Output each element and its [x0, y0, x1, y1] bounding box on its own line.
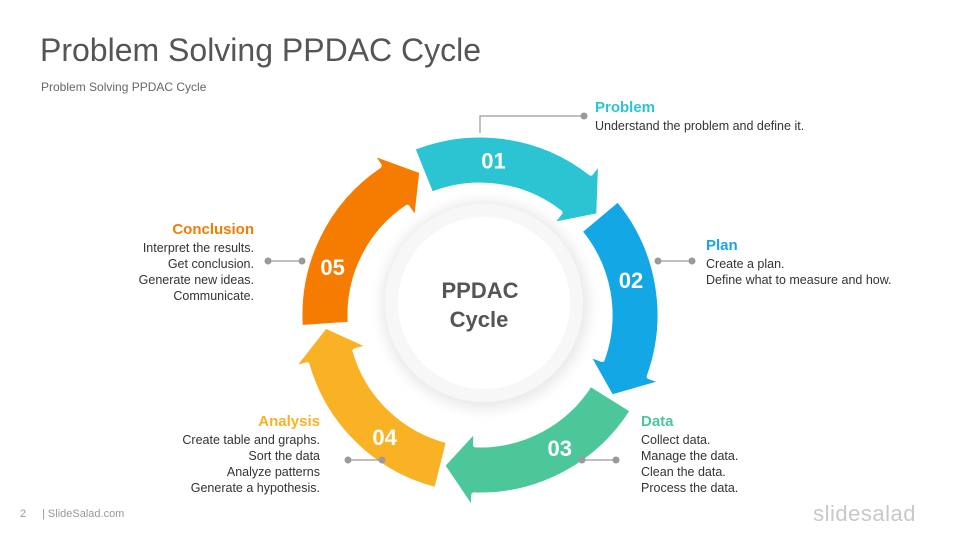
- page-subtitle: Problem Solving PPDAC Cycle: [41, 80, 207, 94]
- dot-analysis-inner: [378, 456, 386, 464]
- step-number-analysis: 04: [372, 425, 397, 450]
- step-data-line: Clean the data.: [641, 465, 726, 479]
- step-data-line: Manage the data.: [641, 449, 739, 463]
- cycle-arrow-problem: [410, 132, 604, 228]
- step-conclusion-line: Generate new ideas.: [138, 273, 254, 287]
- step-problem-title: Problem: [595, 99, 656, 116]
- step-analysis-line: Generate a hypothesis.: [190, 481, 320, 495]
- dot-data-outer: [612, 456, 620, 464]
- step-plan-block: Plan Create a plan. Define what to measu…: [706, 237, 892, 288]
- step-conclusion-line: Get conclusion.: [167, 257, 254, 271]
- step-conclusion-line: Interpret the results.: [142, 241, 254, 255]
- step-number-plan: 02: [619, 268, 643, 293]
- cycle-arrow-conclusion: [297, 150, 425, 331]
- step-analysis-line: Analyze patterns: [226, 465, 320, 479]
- step-conclusion-line: Communicate.: [173, 289, 254, 303]
- step-conclusion-title: Conclusion: [172, 221, 254, 238]
- cycle-arrow-data: [440, 381, 636, 514]
- step-data-line: Process the data.: [641, 481, 739, 495]
- dot-data-inner: [578, 456, 586, 464]
- step-number-data: 03: [548, 436, 572, 461]
- dot-plan-outer: [654, 257, 662, 265]
- connector-problem: [479, 115, 584, 133]
- step-analysis-line: Sort the data: [248, 449, 320, 463]
- dot-conclusion-inner: [298, 257, 306, 265]
- step-analysis-line: Create table and graphs.: [182, 433, 320, 447]
- center-label-line2: Cycle: [450, 307, 509, 332]
- dot-analysis-outer: [344, 456, 352, 464]
- step-number-conclusion: 05: [320, 255, 344, 280]
- dot-plan-inner: [688, 257, 696, 265]
- step-problem-block: Problem Understand the problem and defin…: [595, 99, 804, 134]
- cycle-arrow-plan: [577, 196, 667, 400]
- page-title: Problem Solving PPDAC Cycle: [40, 32, 482, 68]
- dot-conclusion-outer: [264, 257, 272, 265]
- cycle-arrow-analysis: [289, 323, 452, 493]
- brand-logo: slidesalad: [813, 501, 916, 526]
- step-conclusion-block: Conclusion Interpret the results. Get co…: [139, 221, 254, 304]
- step-data-line: Collect data.: [641, 433, 711, 447]
- step-plan-title: Plan: [706, 237, 738, 254]
- step-number-problem: 01: [481, 149, 505, 174]
- step-plan-line: Define what to measure and how.: [706, 273, 892, 287]
- step-analysis-block: Analysis Create table and graphs. Sort t…: [182, 413, 320, 496]
- step-data-block: Data Collect data. Manage the data. Clea…: [641, 413, 738, 496]
- step-data-title: Data: [641, 413, 674, 430]
- center-label-line1: PPDAC: [441, 278, 518, 303]
- dot-problem: [580, 112, 588, 120]
- step-analysis-title: Analysis: [258, 413, 320, 430]
- page-number: 2: [20, 508, 27, 520]
- center-circle: [398, 217, 570, 389]
- step-problem-line: Understand the problem and define it.: [595, 119, 805, 133]
- step-plan-line: Create a plan.: [706, 257, 785, 271]
- footer-source: | SlideSalad.com: [42, 508, 125, 520]
